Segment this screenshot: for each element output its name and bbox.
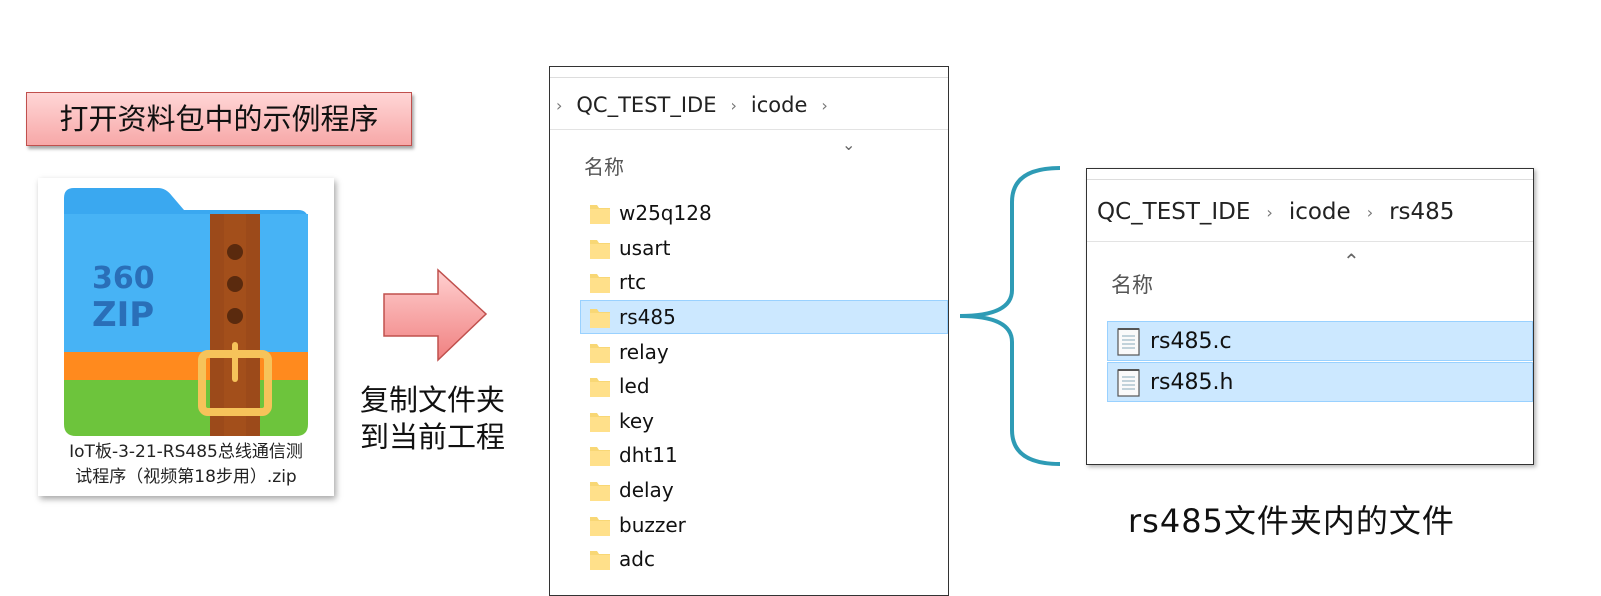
folder-name: buzzer	[619, 513, 686, 537]
folder-item-dht11[interactable]: dht11	[580, 438, 948, 472]
folder-icon	[590, 240, 610, 259]
breadcrumb-chevron-icon[interactable]: ›	[730, 95, 737, 115]
breadcrumb-item-rs485[interactable]: rs485	[1389, 199, 1455, 225]
text-file-icon	[1117, 369, 1140, 397]
title-banner: 打开资料包中的示例程序	[26, 92, 412, 146]
zip-icon-label-zip: ZIP	[92, 295, 154, 335]
folder-icon	[590, 447, 610, 466]
folder-name: led	[619, 374, 650, 398]
zip-icon-label-360: 360	[92, 261, 155, 296]
zip-filename: IoT板-3-21-RS485总线通信测 试程序（视频第18步用）.zip	[38, 440, 334, 490]
folder-name: delay	[619, 478, 674, 502]
folder-icon	[590, 274, 610, 293]
folder-item-usart[interactable]: usart	[580, 231, 948, 265]
folder-item-buzzer[interactable]: buzzer	[580, 508, 948, 542]
file-name: rs485.h	[1150, 369, 1234, 395]
folder-name: rtc	[619, 270, 647, 294]
breadcrumb-divider	[550, 129, 948, 130]
copy-instruction-line1: 复制文件夹	[360, 383, 506, 417]
breadcrumb: QC_TEST_IDE › icode › rs485	[1087, 195, 1533, 229]
folder-item-delay[interactable]: delay	[580, 473, 948, 507]
file-name: rs485.c	[1150, 328, 1232, 354]
folder-name: usart	[619, 236, 671, 260]
folder-item-adc[interactable]: adc	[580, 542, 948, 576]
file-item-rs485-c[interactable]: rs485.c	[1107, 321, 1533, 361]
folder-name: rs485	[619, 305, 676, 329]
folder-icon	[590, 344, 610, 363]
explorer-window-rs485: QC_TEST_IDE › icode › rs485 ⌃ 名称 rs485.c…	[1086, 168, 1534, 465]
folder-name: dht11	[619, 443, 678, 467]
right-arrow-icon	[383, 268, 488, 362]
folder-icon	[590, 205, 610, 224]
breadcrumb-chevron-icon[interactable]: ›	[556, 95, 563, 115]
folder-icon	[590, 482, 610, 501]
folder-item-key[interactable]: key	[580, 404, 948, 438]
folder-icon	[590, 551, 610, 570]
column-header-name[interactable]: 名称	[584, 155, 624, 179]
breadcrumb-chevron-icon[interactable]: ›	[821, 95, 828, 115]
zip-filename-line2: 试程序（视频第18步用）.zip	[75, 467, 297, 487]
zip-archive-card[interactable]: 360 ZIP IoT板-3-21-RS485总线通信测 试程序（视频第18步用…	[38, 178, 334, 496]
file-item-rs485-h[interactable]: rs485.h	[1107, 362, 1533, 402]
explorer-window-icode: › QC_TEST_IDE › icode › ⌄ 名称 w25q128 usa…	[549, 66, 949, 596]
breadcrumb-item-qc-test-ide[interactable]: QC_TEST_IDE	[576, 93, 717, 117]
breadcrumb-item-qc-test-ide[interactable]: QC_TEST_IDE	[1097, 199, 1251, 225]
chevron-down-icon[interactable]: ⌄	[842, 135, 856, 154]
breadcrumb-item-icode[interactable]: icode	[1288, 199, 1351, 225]
folder-item-rtc[interactable]: rtc	[580, 265, 948, 299]
folder-item-w25q128[interactable]: w25q128	[580, 196, 948, 230]
column-header-name[interactable]: 名称	[1111, 273, 1153, 297]
breadcrumb-chevron-icon[interactable]: ›	[1266, 202, 1273, 222]
zip-filename-line1: IoT板-3-21-RS485总线通信测	[69, 442, 303, 462]
window-top-line	[550, 77, 948, 78]
rs485-folder-files-caption: rs485文件夹内的文件	[1128, 502, 1455, 540]
folder-item-relay[interactable]: relay	[580, 335, 948, 369]
folder-icon	[590, 413, 610, 432]
chevron-up-icon[interactable]: ⌃	[1343, 249, 1360, 273]
folder-name: adc	[619, 547, 655, 571]
breadcrumb-item-icode[interactable]: icode	[750, 93, 808, 117]
folder-name: relay	[619, 340, 669, 364]
curly-brace-icon	[959, 166, 1061, 466]
window-top-line	[1087, 179, 1533, 180]
breadcrumb-chevron-icon[interactable]: ›	[1366, 202, 1374, 222]
copy-folder-instruction: 复制文件夹 到当前工程	[360, 382, 532, 456]
folder-name: w25q128	[619, 201, 712, 225]
folder-icon	[590, 517, 610, 536]
folder-icon	[590, 309, 610, 328]
breadcrumb: › QC_TEST_IDE › icode ›	[550, 89, 948, 121]
folder-name: key	[619, 409, 655, 433]
folder-icon	[590, 378, 610, 397]
folder-item-rs485[interactable]: rs485	[580, 300, 948, 334]
text-file-icon	[1117, 328, 1140, 356]
copy-instruction-line2: 到当前工程	[360, 420, 506, 454]
zip-archive-icon: 360 ZIP	[64, 188, 308, 436]
breadcrumb-divider	[1087, 241, 1533, 242]
folder-item-led[interactable]: led	[580, 369, 948, 403]
